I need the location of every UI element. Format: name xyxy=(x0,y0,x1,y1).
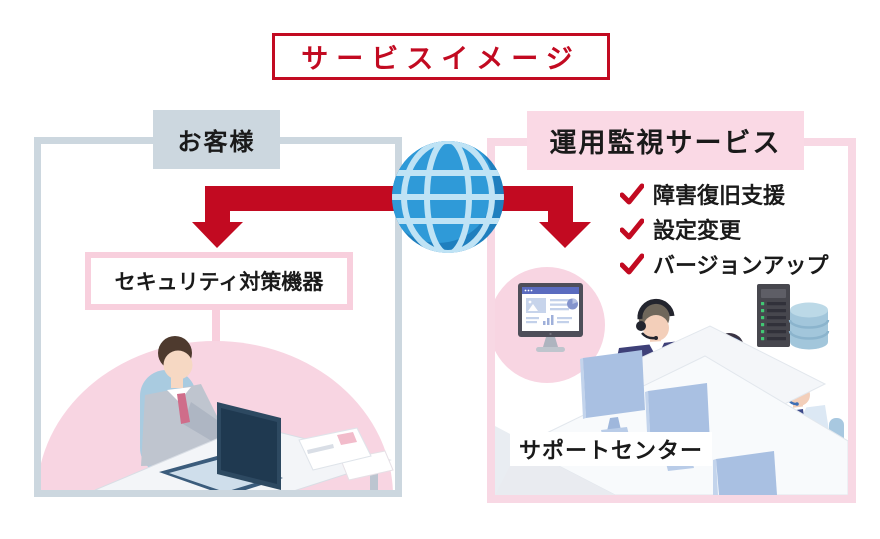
check-icon xyxy=(620,218,644,239)
server-icon xyxy=(757,284,790,347)
device-connector-line xyxy=(212,306,220,368)
network-overlay xyxy=(192,141,591,253)
double-bend-arrow xyxy=(192,186,591,248)
laptop xyxy=(159,402,283,490)
tie xyxy=(177,393,190,424)
service-label-text: 運用監視サービス xyxy=(549,128,782,158)
support-center-label: サポートセンター xyxy=(510,432,712,466)
diagram-title-box: サービスイメージ xyxy=(272,33,610,80)
globe-icon xyxy=(392,141,504,253)
feature-label: バージョンアップ xyxy=(653,252,829,278)
service-panel-label: 運用監視サービス xyxy=(527,111,804,170)
check-icon xyxy=(620,183,644,204)
headset-icon xyxy=(636,299,675,340)
documents xyxy=(298,427,394,481)
feature-label: 設定変更 xyxy=(653,217,742,243)
customer-panel-label: お客様 xyxy=(153,110,280,169)
customer-illustration xyxy=(41,306,394,490)
support-center-text: サポートセンター xyxy=(518,438,703,463)
monitoring-dashboard-icon xyxy=(518,283,583,352)
feature-item: 設定変更 xyxy=(620,211,829,246)
feature-item: バージョンアップ xyxy=(620,246,829,281)
service-panel: 障害復旧支援 設定変更 バージョンアップ サポートセンター xyxy=(487,138,856,503)
security-device-label: セキュリティ対策機器 xyxy=(114,271,324,294)
customer-label-text: お客様 xyxy=(177,129,256,156)
feature-label: 障害復旧支援 xyxy=(653,182,786,208)
feature-list: 障害復旧支援 設定変更 バージョンアップ xyxy=(620,176,829,281)
diagram-title: サービスイメージ xyxy=(301,44,581,74)
database-icon xyxy=(788,302,830,350)
check-icon xyxy=(620,253,644,274)
security-device-box: セキュリティ対策機器 xyxy=(85,252,353,310)
face xyxy=(163,350,193,380)
feature-item: 障害復旧支援 xyxy=(620,176,829,211)
